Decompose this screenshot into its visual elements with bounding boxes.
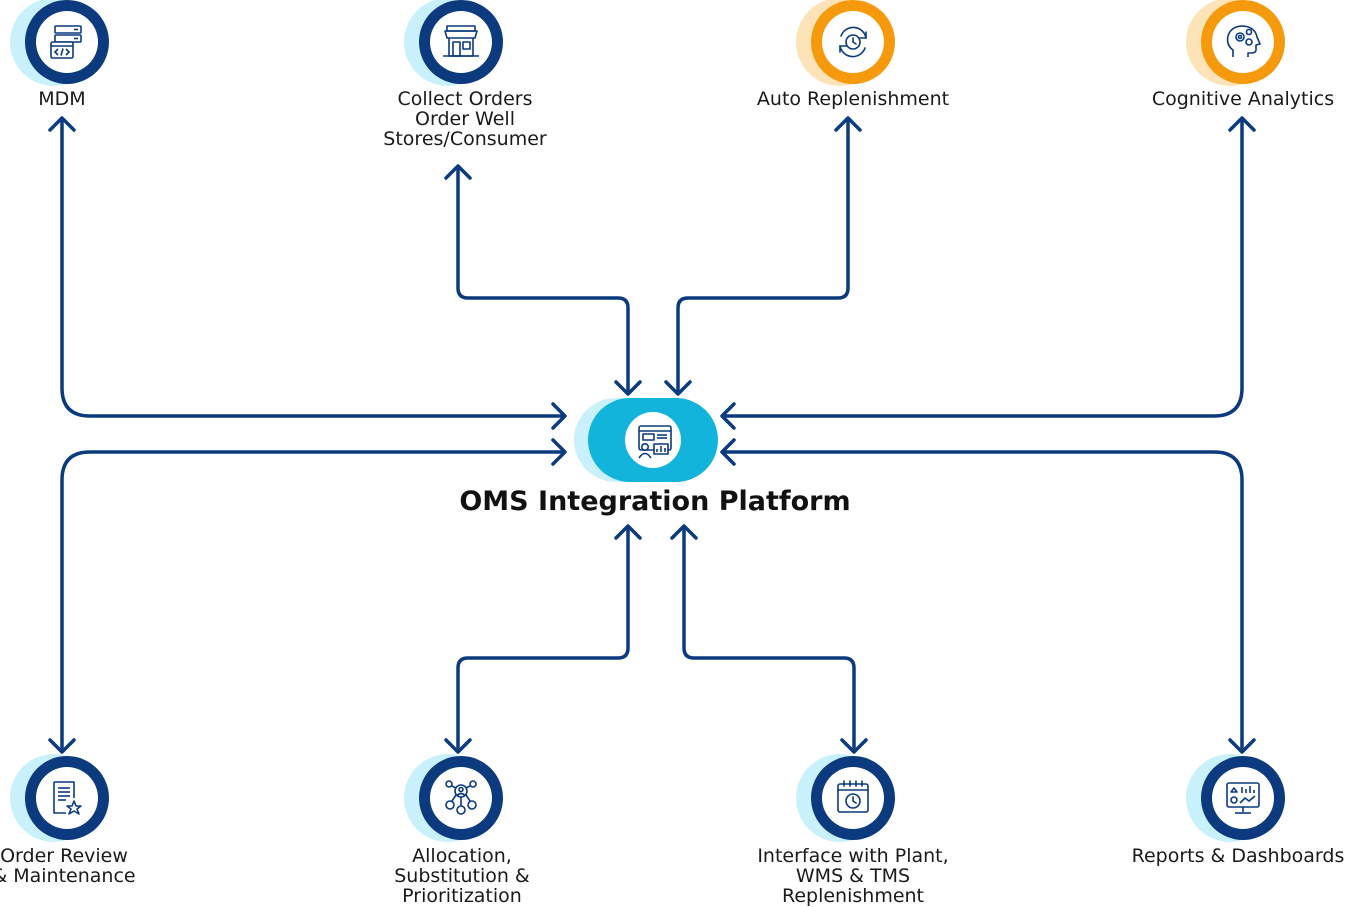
node-collect-orders <box>404 0 503 86</box>
label-interface: Interface with Plant, WMS & TMS Replenis… <box>731 846 975 906</box>
label-line: WMS & TMS <box>795 865 911 887</box>
oms-platform-node <box>574 398 718 482</box>
label-line: Substitution & <box>394 865 530 887</box>
label-line: Stores/Consumer <box>383 128 547 150</box>
connector-reports <box>722 450 1244 752</box>
connector-mdm <box>60 118 565 418</box>
brain-gear-icon <box>1226 25 1261 57</box>
platform-title: OMS Integration Platform <box>459 486 851 517</box>
document-star-icon <box>53 781 82 815</box>
label-auto-replenishment: Auto Replenishment <box>733 89 973 109</box>
connector-cognitive-analytics <box>722 118 1244 418</box>
connector-order-review <box>60 450 565 752</box>
calendar-clock-icon <box>837 780 869 813</box>
label-line: Collect Orders <box>397 88 533 110</box>
label-order-review: Order Review & Maintenance <box>0 846 164 886</box>
node-cognitive-analytics <box>1186 0 1285 86</box>
label-collect-orders: Collect Orders Order Well Stores/Consume… <box>365 89 565 149</box>
connector-auto-replenishment <box>676 118 850 394</box>
label-line: Allocation, <box>412 845 512 867</box>
node-mdm <box>10 0 109 86</box>
monitor-chart-icon <box>1226 782 1260 814</box>
node-auto-replenishment <box>796 0 895 86</box>
connector-interface <box>682 526 856 752</box>
people-network-icon <box>445 780 477 815</box>
refresh-cycle-icon <box>839 26 867 58</box>
label-line: Interface with Plant, <box>757 845 949 867</box>
label-cognitive-analytics: Cognitive Analytics <box>1143 89 1343 109</box>
label-line: Prioritization <box>402 885 522 907</box>
server-code-icon <box>50 25 82 59</box>
label-line: & Maintenance <box>0 865 136 887</box>
label-line: Order Review <box>0 845 128 867</box>
connector-allocation <box>456 526 630 752</box>
label-line: Cognitive Analytics <box>1151 88 1335 110</box>
label-line: Auto Replenishment <box>756 88 950 110</box>
label-mdm: MDM <box>0 89 162 109</box>
storefront-icon <box>443 25 479 57</box>
node-allocation <box>404 754 503 842</box>
node-order-review <box>10 754 109 842</box>
node-reports <box>1186 754 1285 842</box>
label-line: MDM <box>38 88 86 110</box>
node-interface <box>796 754 895 842</box>
label-line: Order Well <box>415 108 515 130</box>
label-line: Replenishment <box>781 885 925 907</box>
label-line: Reports & Dashboards <box>1131 845 1345 867</box>
connector-collect-orders <box>456 166 630 394</box>
label-reports: Reports & Dashboards <box>1131 846 1345 866</box>
dashboard-report-icon <box>638 425 672 459</box>
label-allocation: Allocation, Substitution & Prioritizatio… <box>362 846 562 906</box>
